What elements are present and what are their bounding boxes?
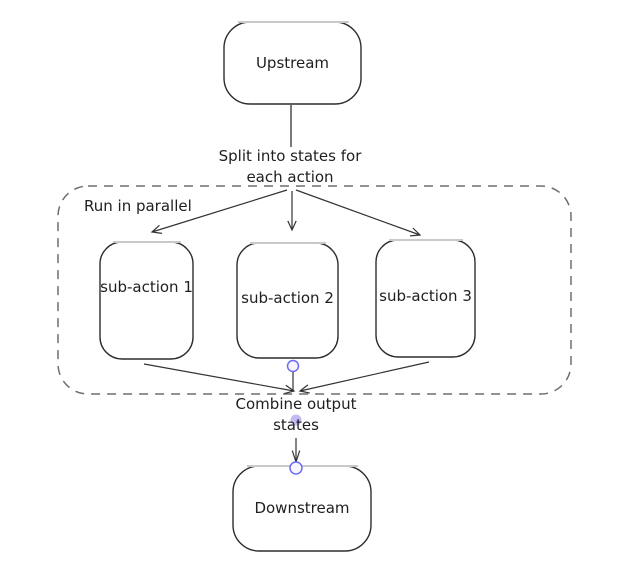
sub-action-2-node-box <box>236 242 339 359</box>
downstream-input-connection-point <box>289 461 303 475</box>
sub-action-2-output-connection-point <box>286 359 300 373</box>
upstream-node-box <box>223 21 362 105</box>
sub-action-1-node-box <box>99 241 194 360</box>
combine-arrow-right-head <box>298 384 310 394</box>
downstream-node-box <box>232 465 372 552</box>
split-arrow-left-head <box>150 224 162 234</box>
parallel-container-label: Run in parallel <box>84 197 192 215</box>
combine-annotation: Combine output states <box>235 395 357 434</box>
combine-arrow-left-head <box>284 384 296 395</box>
parallel-container-border <box>57 185 572 395</box>
combine-arrow-right <box>299 361 430 392</box>
combine-connection-dot <box>290 414 302 426</box>
split-arrow-middle-head <box>287 220 297 232</box>
sub-action-3-node-box <box>375 239 476 358</box>
split-arrow-left <box>151 189 288 233</box>
split-arrow-right-head <box>410 227 422 237</box>
split-arrow-right <box>295 189 421 236</box>
split-annotation: Split into states for each action <box>218 147 362 186</box>
combine-arrow-left <box>143 363 295 392</box>
